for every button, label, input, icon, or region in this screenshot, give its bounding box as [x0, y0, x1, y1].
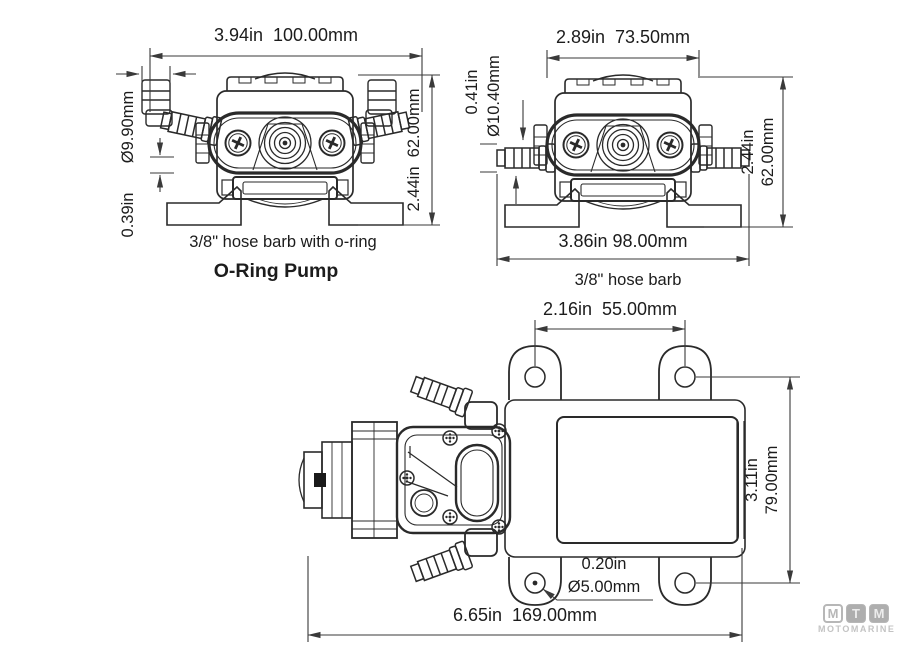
oring-width-dimension	[149, 48, 423, 112]
barb-height-mm-label: 62.00mm	[759, 118, 777, 187]
barb-port-dimension	[480, 100, 527, 204]
mount-tab	[508, 557, 562, 606]
mount-hole	[674, 572, 696, 594]
oring-pump-view: 3.94in 100.00mm Ø9.90mm 0.39in 2.44in 62…	[116, 25, 440, 282]
oring-width-label: 3.94in 100.00mm	[214, 25, 358, 45]
motor-body	[556, 416, 739, 544]
oring-barb-od-label: Ø9.90mm	[119, 91, 137, 163]
oring-barb-od-dimension	[116, 66, 196, 82]
hole-diameter-in-label: 0.20in	[582, 555, 627, 573]
barb-caption: 3/8" hose barb	[575, 271, 682, 289]
depth-dimension	[696, 376, 800, 584]
head-screws	[399, 423, 507, 535]
barb-base-dimension	[496, 174, 750, 266]
top-barb-outlet	[407, 540, 474, 588]
length-dimension	[307, 548, 743, 642]
depth-mm-label: 79.00mm	[763, 446, 781, 515]
barb-port-length-label: 0.41in	[463, 70, 481, 115]
barb-port-od-label: Ø10.40mm	[485, 55, 503, 137]
logo-badge-m1: M	[823, 604, 843, 623]
logo-badge-m2: M	[869, 604, 889, 623]
pump-top-view: 2.16in 55.00mm 3.11in 79.00mm 0.20in Ø5.…	[298, 299, 800, 642]
barb-pump-drawing	[496, 73, 750, 229]
oring-title: O-Ring Pump	[214, 260, 339, 282]
hole-diameter-callout	[542, 588, 653, 601]
logo-caption: MOTOMARINE	[818, 624, 896, 634]
top-view-drawing	[298, 345, 746, 606]
barb-pump-view: 2.89in 73.50mm 0.41in Ø10.40mm 2.44in 62…	[463, 27, 793, 289]
oring-barb-length-label: 0.39in	[119, 193, 137, 238]
barb-height-in-label: 2.44in	[739, 130, 757, 175]
oring-port-stub-right	[365, 79, 397, 127]
oring-height-label: 2.44in 62.00mm	[405, 89, 423, 212]
oring-caption: 3/8" hose barb with o-ring	[189, 233, 376, 251]
mount-hole	[524, 366, 546, 388]
mount-hole	[524, 572, 546, 594]
hole-spacing-label: 2.16in 55.00mm	[543, 299, 677, 319]
brand-logo: M T M MOTOMARINE	[818, 604, 894, 634]
logo-badge-t: T	[846, 604, 866, 623]
length-label: 6.65in 169.00mm	[453, 605, 597, 625]
barb-left	[496, 143, 556, 173]
logo-badges: M T M	[818, 604, 894, 623]
oring-barb-length-dimension	[150, 138, 174, 192]
oring-port-stub-left	[141, 79, 173, 127]
barb-width-dimension	[546, 50, 700, 78]
hole-diameter-mm-label: Ø5.00mm	[568, 578, 640, 596]
mount-hole	[674, 366, 696, 388]
barb-base-label: 3.86in 98.00mm	[558, 231, 687, 251]
barb-width-label: 2.89in 73.50mm	[556, 27, 690, 47]
oring-pump-drawing	[141, 71, 412, 227]
top-barb-inlet	[407, 370, 474, 418]
hole-spacing-dimension	[534, 320, 686, 366]
mount-tab	[658, 557, 712, 606]
oring-height-dimension	[358, 74, 440, 226]
depth-in-label: 3.11in	[743, 458, 761, 502]
